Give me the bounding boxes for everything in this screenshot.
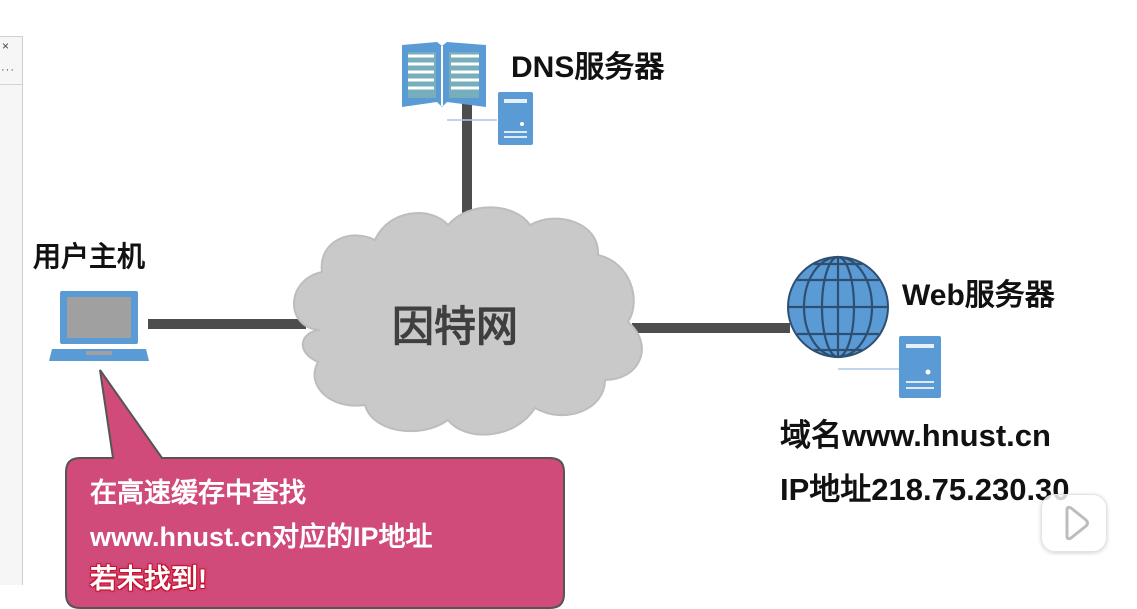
web-server-label: Web服务器 [902, 279, 1055, 312]
connection-lines [148, 92, 790, 333]
dns-server-label: DNS服务器 [511, 51, 665, 84]
side-panel: × ··· [0, 36, 23, 585]
side-separator [0, 84, 22, 85]
web-server-icon [899, 336, 941, 398]
user-host-label: 用户主机 [33, 241, 146, 272]
host-link [148, 319, 306, 329]
dns-server-icon [498, 92, 533, 145]
callout-line-3: 若未找到! [90, 564, 207, 594]
more-icon[interactable]: ··· [1, 64, 15, 76]
close-icon[interactable]: × [2, 39, 10, 53]
callout-line-2: www.hnust.cn对应的IP地址 [90, 522, 433, 552]
book-icon [402, 42, 486, 107]
internet-label: 因特网 [392, 303, 519, 350]
web-link [632, 323, 790, 333]
play-button[interactable] [1041, 494, 1107, 552]
dns-link [462, 92, 472, 232]
ip-address-text: IP地址218.75.230.30 [780, 472, 1070, 507]
laptop-icon [49, 291, 149, 361]
globe-icon [787, 255, 889, 359]
play-icon [1065, 505, 1089, 541]
callout-line-1: 在高速缓存中查找 [90, 478, 306, 508]
domain-name-text: 域名www.hnust.cn [780, 418, 1051, 453]
cloud-icon [293, 206, 643, 436]
callout-bubble [65, 369, 565, 609]
